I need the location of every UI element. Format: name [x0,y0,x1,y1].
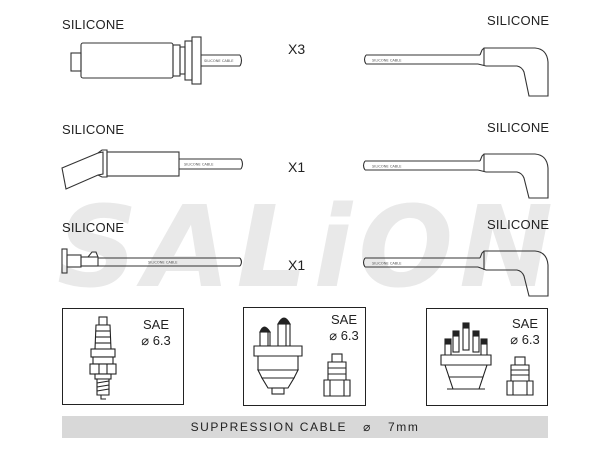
row2-right-wire [362,153,549,199]
distributor-large-diameter-line: ⌀ 6.3 [503,332,547,348]
distributor-large-standard: SAE [511,316,538,331]
distributor-large-diameter: 6.3 [521,332,540,347]
row1-right-wire [363,47,549,97]
row2-left-wire [61,149,244,190]
distributor-large-sae-label: SAE ⌀ 6.3 [503,316,547,348]
connector-box-spark-plug: SAE ⌀ 6.3 [62,308,184,405]
row1-left-cable-print: SILICONE CABLE [204,59,234,63]
footer-cable-size: 7mm [387,420,420,434]
row3-left-cable-print: SILICONE CABLE [148,261,178,265]
suppression-cable-bar: SUPPRESSION CABLE ⌀ 7mm [62,416,548,438]
distributor-small-diameter-line: ⌀ 6.3 [324,328,364,344]
connector-box-distributor-small: SAE ⌀ 6.3 [243,307,366,406]
footer-cable-label: SUPPRESSION CABLE [190,420,348,434]
row2-right-cable-print: SILICONE CABLE [372,165,402,169]
row1-left-label: SILICONE [62,17,125,32]
row2-left-cable-print: SILICONE CABLE [184,163,214,167]
diameter-symbol-icon: ⌀ [329,328,338,343]
spark-plug-sae-label: SAE ⌀ 6.3 [133,317,179,349]
connector-box-distributor-large: SAE ⌀ 6.3 [426,308,548,406]
spark-plug-standard: SAE [142,317,169,332]
row3-right-wire [362,250,549,297]
diameter-symbol-icon: ⌀ [141,333,150,348]
row2-left-label: SILICONE [62,122,125,137]
row3-right-label: SILICONE [487,217,550,232]
row2-right-label: SILICONE [487,120,550,135]
distributor-small-diameter: 6.3 [340,328,359,343]
distributor-cap-large-icon [440,322,534,396]
row3-left-wire [61,248,243,274]
row3-quantity: X1 [288,257,306,273]
row1-left-wire [70,36,243,85]
diameter-symbol-icon: ⌀ [510,332,519,347]
row2-quantity: X1 [288,159,306,175]
distributor-small-standard: SAE [330,312,357,327]
spark-plug-diameter-line: ⌀ 6.3 [133,333,179,349]
distributor-cap-icon [253,317,351,397]
row1-quantity: X3 [288,41,306,57]
footer-diameter-symbol: ⌀ [363,420,372,434]
row3-left-label: SILICONE [62,220,125,235]
row1-right-cable-print: SILICONE CABLE [372,59,402,63]
spark-plug-diameter: 6.3 [152,333,171,348]
distributor-small-sae-label: SAE ⌀ 6.3 [324,312,364,344]
row1-right-label: SILICONE [487,13,550,28]
row3-right-cable-print: SILICONE CABLE [372,262,402,266]
spark-plug-icon [89,316,117,400]
